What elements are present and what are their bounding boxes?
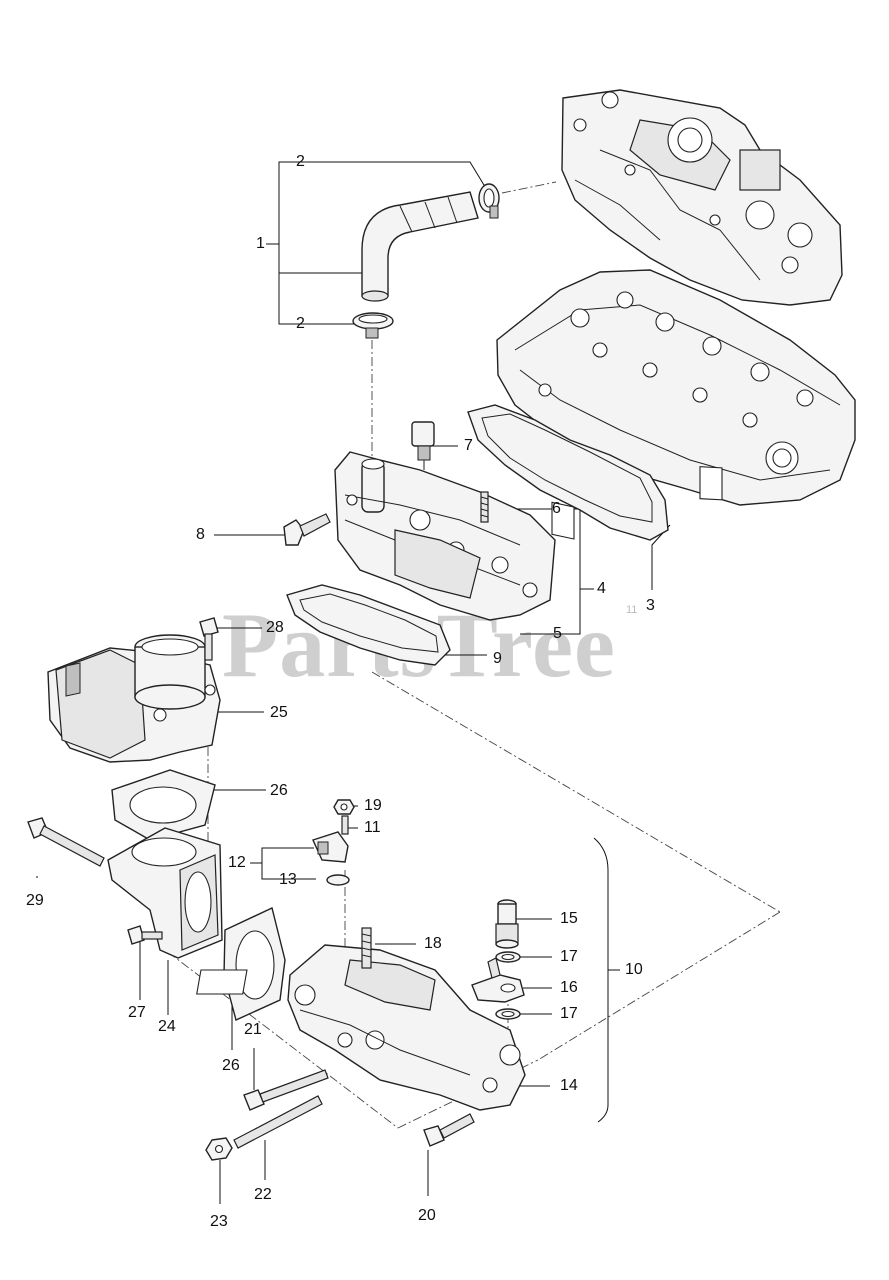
map-sensor-part-12 <box>312 831 349 863</box>
callout-5-manifold[interactable]: 5 <box>553 625 562 642</box>
banjo-fitting-part-16 <box>471 957 525 1003</box>
intake-housing-part-14 <box>196 944 526 1111</box>
manifold-gasket-part-9 <box>286 584 451 666</box>
screw-part-11 <box>341 815 349 835</box>
stray-mark: 11 <box>626 604 638 616</box>
fitting-part-15 <box>495 899 519 949</box>
callout-18-stud[interactable]: 18 <box>424 935 442 952</box>
callout-26-gasket-upper[interactable]: 26 <box>270 782 288 799</box>
callout-29-long-bolt[interactable]: 29 <box>26 892 44 909</box>
callout-1-hose-assembly[interactable]: 1 <box>256 235 265 252</box>
callout-16-banjo[interactable]: 16 <box>560 979 578 996</box>
callout-20-bolt[interactable]: 20 <box>418 1207 436 1224</box>
callout-4-gasket[interactable]: 4 <box>597 580 606 597</box>
nut-part-19 <box>333 799 355 815</box>
hose-clamp-upper <box>478 183 500 219</box>
adapter-elbow-part-24 <box>107 827 223 959</box>
bolt-part-27 <box>127 925 163 945</box>
stud-part-6 <box>480 491 489 523</box>
throttle-gasket-part-26-upper <box>111 769 216 841</box>
callout-10-assembly[interactable]: 10 <box>625 961 643 978</box>
temperature-sensor-part-7 <box>411 421 435 470</box>
intake-manifold-part-5 <box>334 451 556 621</box>
nut-part-23 <box>205 1137 233 1161</box>
callout-21-bolt[interactable]: 21 <box>244 1021 262 1038</box>
callout-2-lower-hose-clamp[interactable]: 2 <box>296 315 305 332</box>
callout-2-upper-hose-clamp[interactable]: 2 <box>296 153 305 170</box>
callout-13-o-ring[interactable]: 13 <box>279 871 297 888</box>
throttle-gasket-part-26-lower <box>223 907 286 1021</box>
callout-25-throttle-body[interactable]: 25 <box>270 704 288 721</box>
callout-22-stud[interactable]: 22 <box>254 1186 272 1203</box>
stud-part-22 <box>233 1095 323 1149</box>
valve-cover <box>561 89 843 306</box>
callout-23-nut[interactable]: 23 <box>210 1213 228 1230</box>
bracket-1 <box>278 161 322 325</box>
washer-part-17-lower <box>495 1008 521 1020</box>
callout-15-fitting[interactable]: 15 <box>560 910 578 927</box>
leader-lines <box>36 161 671 1204</box>
callout-24-adapter[interactable]: 24 <box>158 1018 176 1035</box>
bolt-part-21 <box>243 1069 329 1111</box>
o-ring-part-13 <box>326 874 350 886</box>
callout-27-bolt[interactable]: 27 <box>128 1004 146 1021</box>
washer-part-17-upper <box>495 951 521 963</box>
callout-7-sensor[interactable]: 7 <box>464 437 473 454</box>
callout-26-gasket-lower[interactable]: 26 <box>222 1057 240 1074</box>
bolt-part-8 <box>283 513 331 546</box>
hose-part-1 <box>361 191 479 302</box>
callout-12-sensor[interactable]: 12 <box>228 854 246 871</box>
callout-11-screw[interactable]: 11 <box>364 819 381 836</box>
stud-part-18 <box>361 927 372 969</box>
callout-6-stud[interactable]: 6 <box>552 500 561 517</box>
assembly-centerlines <box>167 181 781 1129</box>
callout-8-bolt[interactable]: 8 <box>196 526 205 543</box>
long-bolt-part-29 <box>27 817 105 867</box>
bolt-part-20 <box>423 1113 475 1147</box>
cylinder-head-part-3 <box>496 269 856 540</box>
callout-9-gasket[interactable]: 9 <box>493 650 502 667</box>
callout-3-cylinder-head[interactable]: 3 <box>646 597 655 614</box>
callout-17-washer-lower[interactable]: 17 <box>560 1005 578 1022</box>
callout-17-washer-upper[interactable]: 17 <box>560 948 578 965</box>
callout-28-bolt[interactable]: 28 <box>266 619 284 636</box>
callout-19-nut[interactable]: 19 <box>364 797 382 814</box>
bolt-part-28 <box>199 617 219 661</box>
callout-14-housing[interactable]: 14 <box>560 1077 578 1094</box>
hose-clamp-lower <box>352 312 394 339</box>
head-gasket-part-4 <box>467 404 669 541</box>
throttle-body-part-25 <box>47 634 221 763</box>
